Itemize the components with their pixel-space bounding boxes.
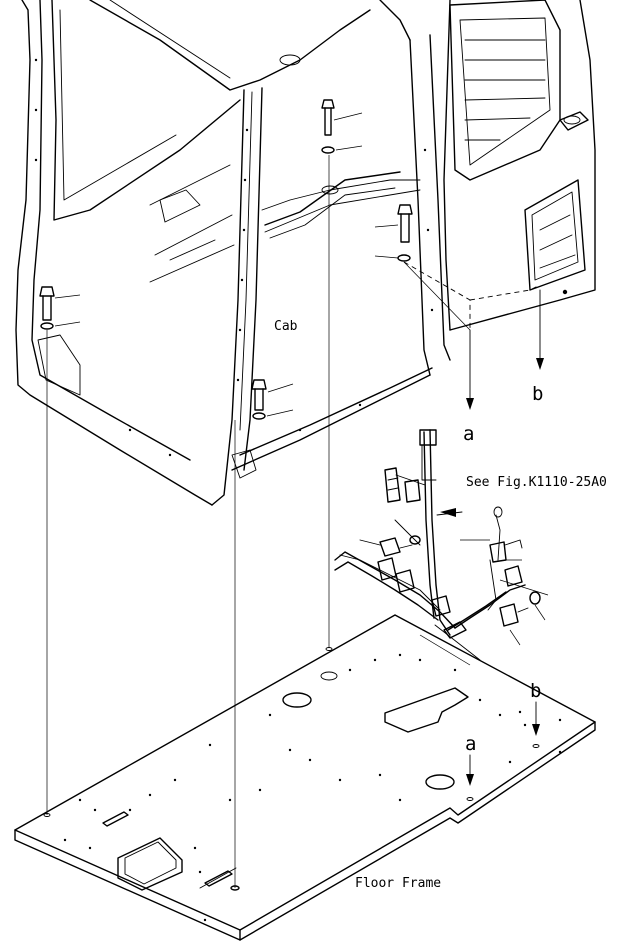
floor-frame-label: Floor Frame	[355, 876, 441, 891]
bolt-left-cab	[39, 286, 81, 321]
washer-lower-center-cab	[252, 409, 294, 420]
cab-label: Cab	[274, 319, 298, 334]
bolt-lower-center-cab	[251, 379, 294, 411]
washer-left-cab	[40, 321, 81, 330]
callout-b-bottom: b	[530, 680, 541, 702]
floor-frame	[14, 614, 596, 941]
alignment-lines	[46, 155, 544, 888]
cab-rivets	[34, 58, 568, 457]
callout-a-bottom: a	[465, 733, 476, 755]
wire-harness	[334, 429, 549, 666]
see-figure-label: See Fig.K1110-25A0	[466, 475, 607, 490]
callout-b-top: b	[532, 383, 543, 405]
washer-upper-center	[321, 145, 363, 154]
callout-a-top: a	[463, 423, 474, 445]
floor-holes	[63, 653, 562, 922]
bolt-upper-center	[321, 99, 363, 136]
bolt-right-cab	[374, 204, 413, 243]
cab-assembly	[15, 0, 596, 506]
washer-right-cab	[374, 254, 411, 262]
